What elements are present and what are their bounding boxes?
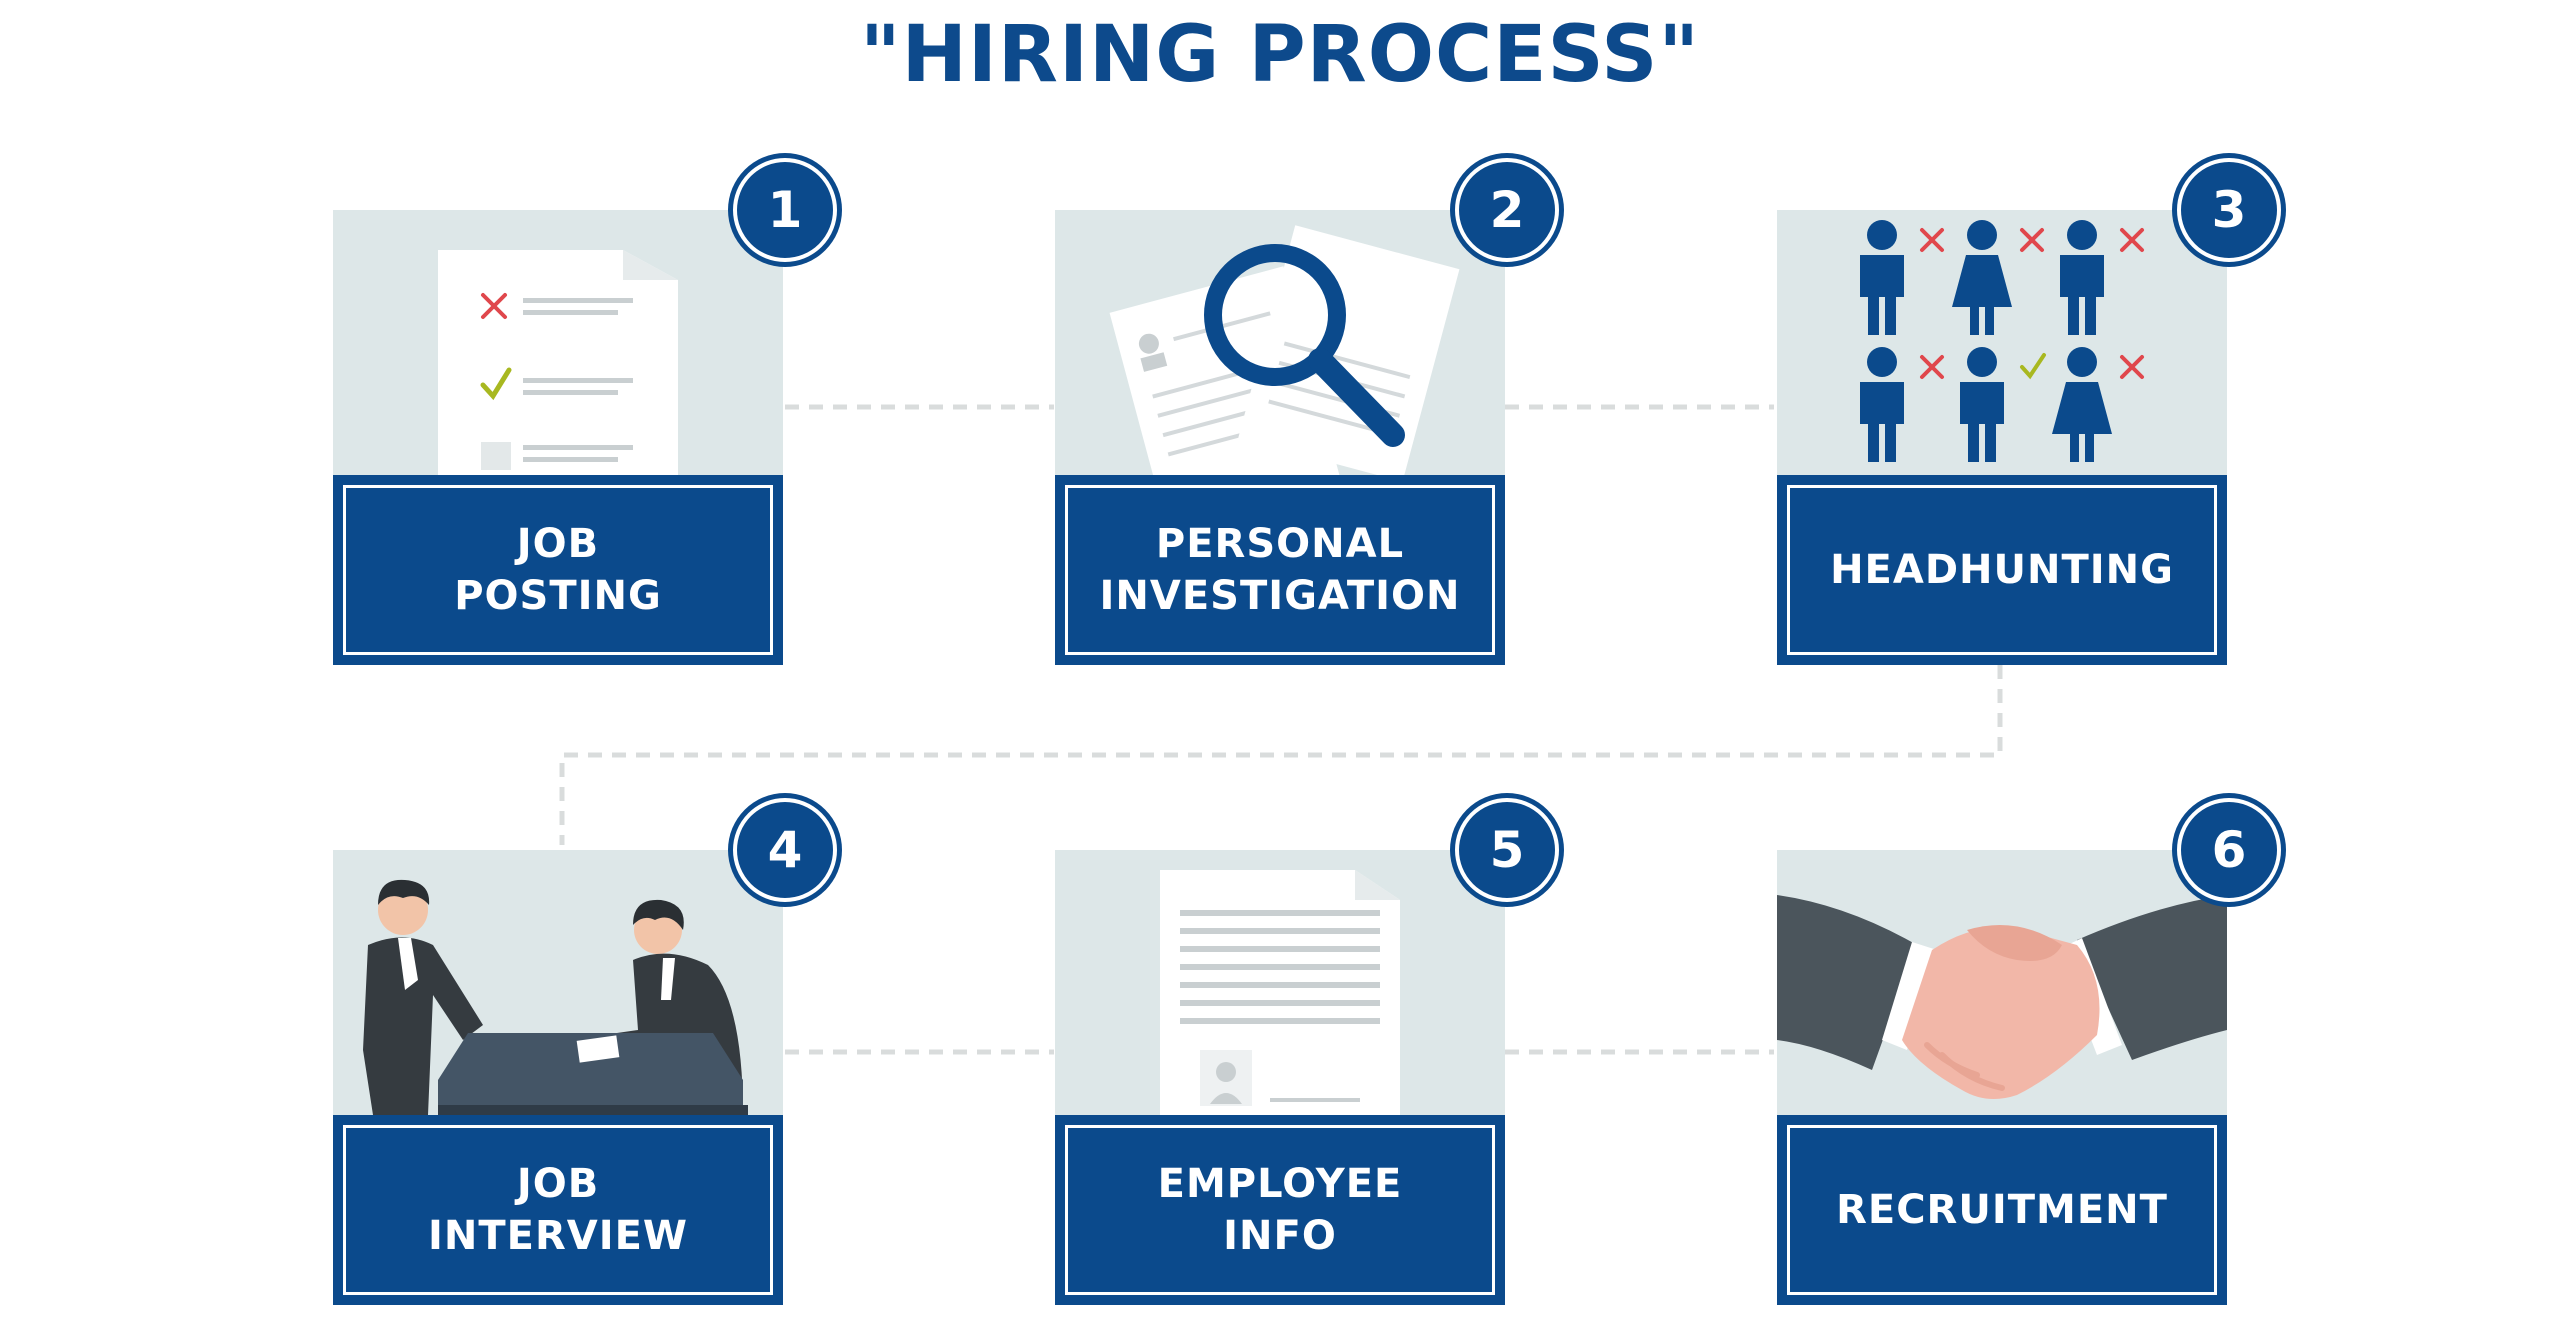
step-label-box: JOB POSTING xyxy=(333,475,783,665)
step-label: RECRUITMENT xyxy=(1836,1187,2168,1233)
connector-3-4 xyxy=(559,665,2003,845)
interview-icon xyxy=(333,850,783,1115)
diagram-title: "HIRING PROCESS" xyxy=(859,10,1701,100)
handshake-icon xyxy=(1777,850,2227,1115)
step-number-badge: 6 xyxy=(2177,798,2281,902)
step-number-badge: 5 xyxy=(1455,798,1559,902)
step-1-card: JOB POSTING xyxy=(333,210,783,665)
step-label-box: PERSONAL INVESTIGATION xyxy=(1055,475,1505,665)
candidates-icon xyxy=(1777,210,2227,475)
step-label-box: RECRUITMENT xyxy=(1777,1115,2227,1305)
step-3-card: HEADHUNTING xyxy=(1777,210,2227,665)
checklist-icon xyxy=(333,210,783,475)
step-label-box: JOB INTERVIEW xyxy=(333,1115,783,1305)
step-number-badge: 2 xyxy=(1455,158,1559,262)
step-number-badge: 3 xyxy=(2177,158,2281,262)
step-number-badge: 1 xyxy=(733,158,837,262)
resume-document-icon xyxy=(1055,850,1505,1115)
step-label: EMPLOYEE INFO xyxy=(1157,1161,1403,1259)
step-4-card: JOB INTERVIEW xyxy=(333,850,783,1305)
magnifier-documents-icon xyxy=(1055,210,1505,475)
step-label-box: EMPLOYEE INFO xyxy=(1055,1115,1505,1305)
step-label: JOB INTERVIEW xyxy=(427,1161,689,1259)
step-label: HEADHUNTING xyxy=(1830,547,2174,593)
step-number-badge: 4 xyxy=(733,798,837,902)
step-6-card: RECRUITMENT xyxy=(1777,850,2227,1305)
step-label: PERSONAL INVESTIGATION xyxy=(1099,521,1461,619)
step-label: JOB POSTING xyxy=(454,521,662,619)
step-2-card: PERSONAL INVESTIGATION xyxy=(1055,210,1505,665)
step-label-box: HEADHUNTING xyxy=(1777,475,2227,665)
step-5-card: EMPLOYEE INFO xyxy=(1055,850,1505,1305)
